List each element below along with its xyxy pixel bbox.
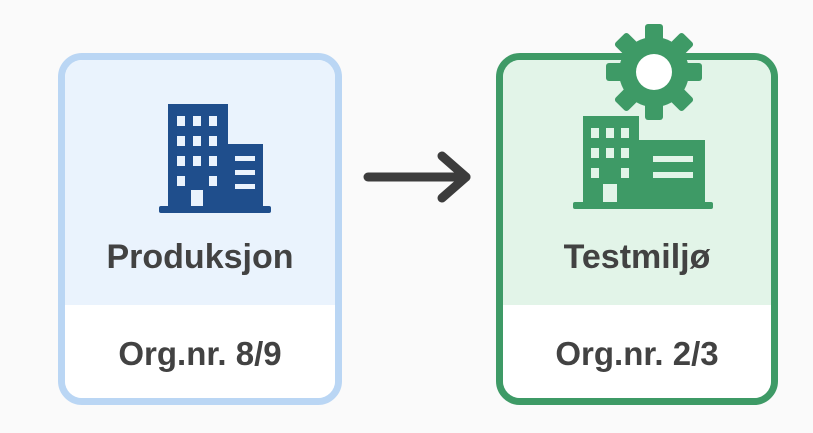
- office-building-icon: [159, 104, 271, 213]
- test-environment-card-footer: [503, 305, 771, 398]
- test-environment-org-number: Org.nr. 2/3: [555, 335, 719, 372]
- test-environment-title: Testmiljø: [563, 238, 711, 276]
- production-card-footer: [65, 305, 335, 398]
- production-card: Produksjon Org.nr. 8/9: [58, 53, 342, 405]
- production-org-number: Org.nr. 8/9: [118, 335, 282, 372]
- production-title: Produksjon: [106, 238, 294, 276]
- test-environment-card: Testmiljø Org.nr. 2/3: [496, 53, 778, 405]
- arrow-right-icon: [363, 151, 471, 203]
- gear-icon: [606, 24, 702, 120]
- office-building-icon: [573, 116, 713, 209]
